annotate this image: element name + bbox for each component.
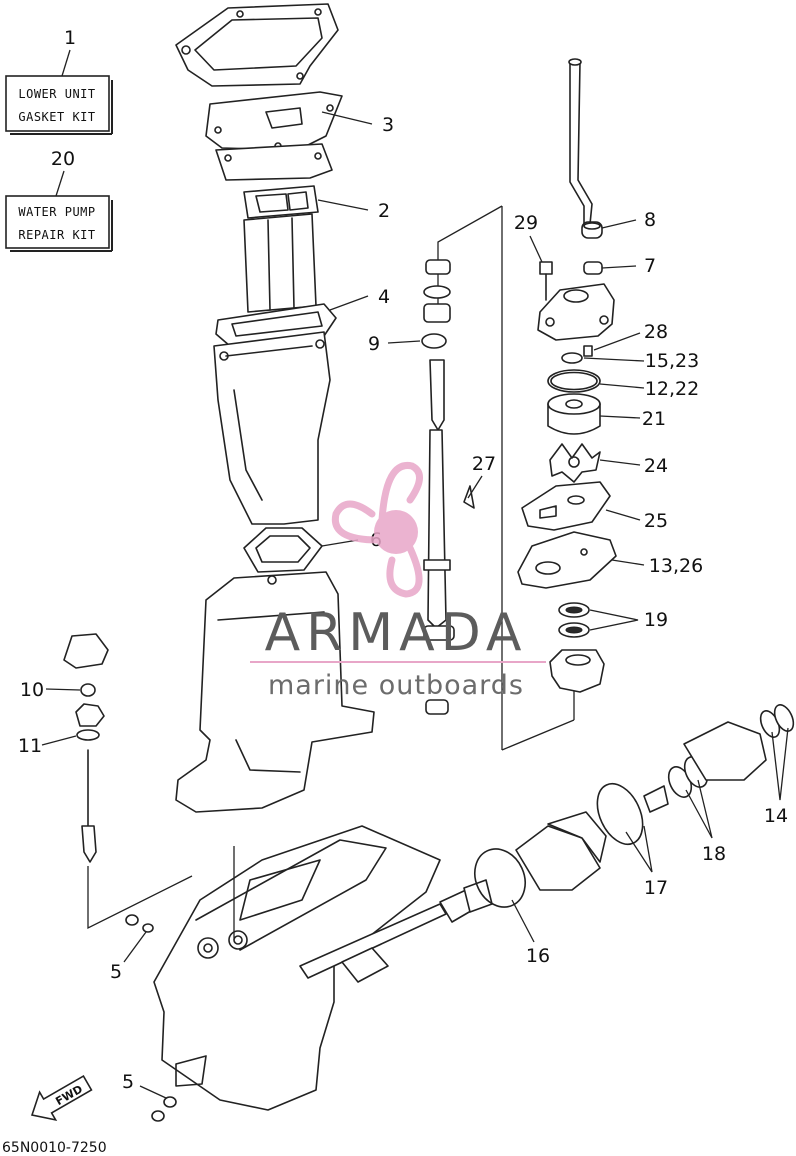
callout-16: 16 [526,945,550,967]
leader-21 [599,415,641,419]
oil-seals-19 [558,602,590,638]
callout-7: 7 [644,255,656,277]
leader-2 [317,199,369,211]
callout-12-22: 12,22 [645,378,699,400]
kit-box-water-pump-repair[interactable]: WATER PUMP REPAIR KIT [5,195,113,252]
shift-rod-guide-line [87,866,193,930]
callout-10: 10 [20,679,44,701]
water-tube [568,58,593,225]
leader-12-22 [599,383,645,389]
callout-8: 8 [644,209,656,231]
callout-13-26: 13,26 [649,555,703,577]
callout-17: 17 [644,877,668,899]
leader-24 [599,459,641,466]
upper-casing [213,331,331,525]
watermark-propeller-logo [331,461,423,598]
gasket-13-26 [517,531,617,589]
callout-2: 2 [378,200,390,222]
leader-8 [601,219,637,229]
leader-13-26 [611,559,645,566]
callout-9: 9 [368,333,380,355]
callout-25: 25 [644,510,668,532]
leader-27 [467,475,483,499]
watermark-brand: ARMADA [265,603,528,663]
leader-1 [61,49,71,77]
leader-3 [321,111,373,125]
callout-5-upper: 5 [110,961,122,983]
leader-17 [625,825,653,873]
leader-4 [329,295,369,311]
gasket-3 [205,91,343,151]
callout-19: 19 [644,609,668,631]
leader-25 [605,509,641,521]
upper-gasket-plate [175,3,339,87]
leader-19 [589,609,639,631]
leader-11 [41,735,77,746]
callout-14: 14 [764,805,788,827]
callout-18: 18 [702,843,726,865]
grommet-7 [583,261,603,275]
kit-label-line2: GASKET KIT [18,110,95,124]
leader-28 [593,332,641,351]
callout-3: 3 [382,114,394,136]
fwd-direction-arrow: FWD [30,1074,93,1121]
pin-28 [583,345,593,357]
impeller-24 [549,443,601,483]
callout-28: 28 [644,321,668,343]
gasket-2 [243,185,319,219]
drive-shaft-assembly [421,205,575,751]
bolts-5-lower [151,1096,177,1122]
gear-case [153,825,441,1111]
drawing-code: 65N0010-7250 [2,1140,107,1156]
callout-5-lower: 5 [122,1071,134,1093]
exhaust-guide-tube [243,213,317,313]
leader-5-lower [139,1085,167,1099]
leader-5-upper [123,931,147,963]
leader-15-23 [583,357,645,362]
o-ring-12-22 [547,369,601,393]
callout-1: 1 [64,27,76,49]
leader-14 [771,727,789,801]
leader-7 [601,265,637,269]
leader-29 [529,235,543,263]
leader-18 [685,779,713,839]
callout-24: 24 [644,455,668,477]
watermark-tagline: marine outboards [268,670,524,701]
callout-4: 4 [378,286,390,308]
leader-6 [321,539,359,547]
outer-plate-25 [521,481,611,531]
callout-27: 27 [472,453,496,475]
adapter-plate [215,143,333,181]
grommet-8 [581,221,603,239]
oil-seal-housing [549,649,605,693]
pump-housing [537,283,615,341]
o-ring-15-23 [561,352,583,364]
kit-label-line1: LOWER UNIT [18,87,95,101]
leader-9 [387,340,421,344]
leader-10 [45,688,81,691]
insert-cartridge-21 [547,393,601,435]
shift-rod-assembly [63,633,109,863]
gasket-6 [243,527,323,573]
propeller-shaft-assembly [299,704,795,983]
leader-16 [511,899,535,943]
kit-label-line1: WATER PUMP [18,205,95,219]
callout-21: 21 [642,408,666,430]
callout-15-23: 15,23 [645,350,699,372]
leader-20 [55,170,65,197]
kit-label-line2: REPAIR KIT [18,228,95,242]
bolts-5-upper [125,914,154,933]
callout-11: 11 [18,735,42,757]
callout-20: 20 [51,148,75,170]
lower-casing [175,571,375,813]
bolt-29 [539,261,553,301]
callout-29: 29 [514,212,538,234]
kit-box-lower-unit-gasket[interactable]: LOWER UNIT GASKET KIT [5,75,113,135]
